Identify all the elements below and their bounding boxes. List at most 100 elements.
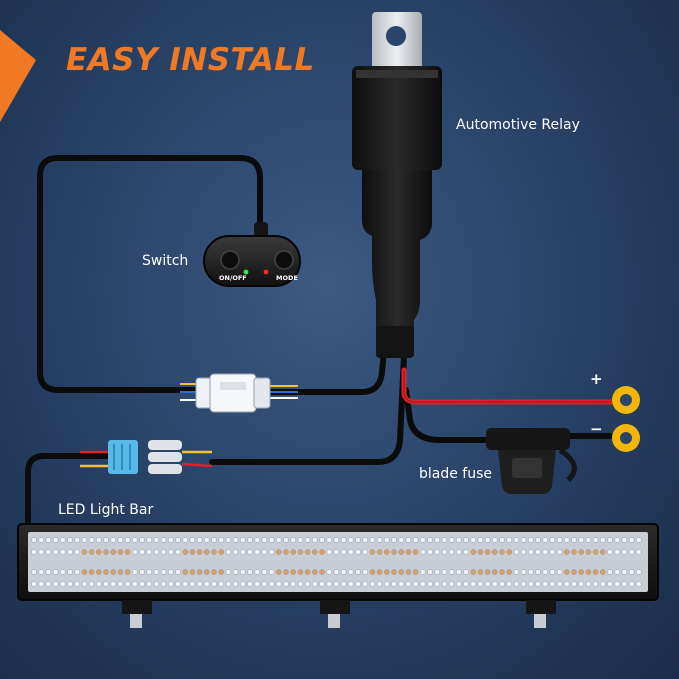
- led-dot: [369, 581, 376, 587]
- led-dot: [477, 549, 484, 555]
- led-dot: [247, 569, 253, 575]
- led-dot: [290, 537, 297, 543]
- led-dot: [628, 581, 635, 587]
- led-dot: [470, 581, 477, 587]
- led-dot: [592, 581, 599, 587]
- harness-wires: [25, 155, 613, 531]
- led-dot: [160, 549, 167, 555]
- led-dot: [571, 549, 577, 555]
- led-dot: [434, 537, 441, 543]
- led-dot: [607, 569, 613, 575]
- led-dot: [290, 581, 297, 587]
- led-dot: [124, 549, 131, 555]
- led-dot: [535, 537, 541, 543]
- led-dot: [427, 537, 433, 543]
- led-dot: [175, 569, 181, 575]
- led-dot: [542, 549, 549, 555]
- led-dot: [455, 549, 462, 555]
- led-dot: [542, 569, 549, 575]
- led-dot: [268, 581, 275, 587]
- led-dot: [556, 537, 563, 543]
- led-dot: [405, 581, 412, 587]
- led-dot: [297, 537, 304, 543]
- led-dot: [491, 569, 498, 575]
- led-dot: [542, 537, 549, 543]
- positive-terminal-ring: [612, 386, 640, 414]
- led-dot: [45, 569, 52, 575]
- led-dot: [81, 569, 88, 575]
- led-dot: [333, 581, 340, 587]
- led-dot: [347, 581, 354, 587]
- led-dot: [434, 569, 441, 575]
- led-dot: [304, 537, 311, 543]
- led-light-bar: [17, 523, 659, 628]
- led-dot: [38, 549, 45, 555]
- led-dot: [635, 581, 642, 587]
- led-dot: [196, 549, 203, 555]
- led-dot: [563, 549, 570, 555]
- led-dot: [319, 537, 325, 543]
- led-dot: [347, 549, 354, 555]
- power-button-label: ON/OFF: [219, 274, 247, 282]
- led-dot: [146, 581, 153, 587]
- led-dot: [607, 581, 613, 587]
- led-dot: [347, 569, 354, 575]
- led-dot: [232, 537, 239, 543]
- led-dot: [391, 537, 397, 543]
- led-dot: [391, 581, 397, 587]
- led-dot: [160, 569, 167, 575]
- led-dot: [160, 537, 167, 543]
- led-dot: [117, 549, 124, 555]
- automotive-relay: [352, 12, 442, 358]
- led-dot: [311, 581, 318, 587]
- led-dot: [535, 569, 541, 575]
- led-dot: [477, 581, 484, 587]
- led-dot: [95, 549, 102, 555]
- led-dot: [131, 537, 138, 543]
- led-dot: [311, 549, 318, 555]
- led-dot: [45, 581, 52, 587]
- led-dot: [131, 581, 138, 587]
- led-dot: [506, 537, 513, 543]
- led-dot: [38, 581, 45, 587]
- red-indicator-led: [263, 269, 269, 275]
- led-dot: [275, 581, 282, 587]
- led-dot: [441, 569, 448, 575]
- led-dot: [52, 549, 59, 555]
- mount-bracket: [526, 600, 556, 614]
- led-dot: [563, 537, 570, 543]
- led-dot: [254, 581, 261, 587]
- led-dot: [362, 569, 369, 575]
- led-dot: [549, 549, 556, 555]
- led-dot: [275, 569, 282, 575]
- led-dot: [81, 549, 88, 555]
- led-rows: [31, 537, 642, 587]
- negative-terminal-ring: [612, 424, 640, 452]
- led-dot: [117, 581, 124, 587]
- led-dot: [261, 581, 268, 587]
- led-dot: [535, 549, 541, 555]
- led-dot: [175, 581, 181, 587]
- led-dot: [621, 569, 628, 575]
- led-dot: [74, 537, 81, 543]
- led-dot: [103, 537, 109, 543]
- led-dot: [283, 581, 289, 587]
- led-dot: [160, 581, 167, 587]
- led-dot: [513, 569, 520, 575]
- led-dot: [470, 537, 477, 543]
- led-dot: [153, 549, 160, 555]
- led-dot: [391, 549, 397, 555]
- led-dot: [599, 581, 606, 587]
- led-dot: [484, 569, 491, 575]
- led-dot: [614, 569, 621, 575]
- led-dot: [211, 549, 217, 555]
- led-dot: [326, 581, 333, 587]
- led-dot: [520, 581, 527, 587]
- led-dot: [304, 581, 311, 587]
- led-dot: [139, 549, 145, 555]
- led-dot: [592, 569, 599, 575]
- led-dot: [67, 569, 73, 575]
- led-dot: [67, 537, 73, 543]
- led-dot: [355, 581, 361, 587]
